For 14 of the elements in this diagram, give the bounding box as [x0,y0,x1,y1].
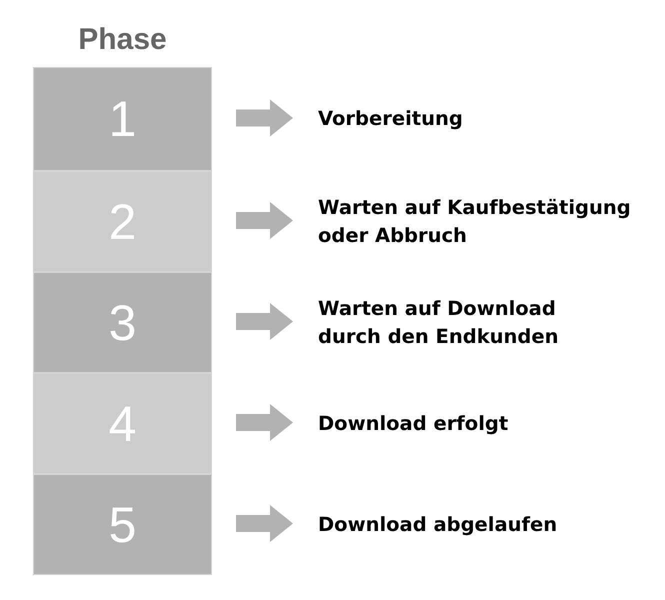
phase-description: Warten auf Kaufbestätigung oder Abbruch [318,194,663,250]
phase-number: 3 [108,294,136,350]
phase-description: Download erfolgt [318,410,508,438]
phase-box [33,474,212,575]
phase-description: Vorbereitung [318,105,463,133]
phase-description: Warten auf Download durch den Endkunden [318,294,608,350]
phase-number: 5 [108,496,136,552]
column-heading: Phase [77,22,168,58]
phase-box [33,67,212,171]
phase-box [33,171,212,272]
phase-box [33,373,212,474]
phase-box [33,272,212,373]
phase-description: Download abgelaufen [318,510,558,538]
phase-number: 1 [108,91,136,147]
